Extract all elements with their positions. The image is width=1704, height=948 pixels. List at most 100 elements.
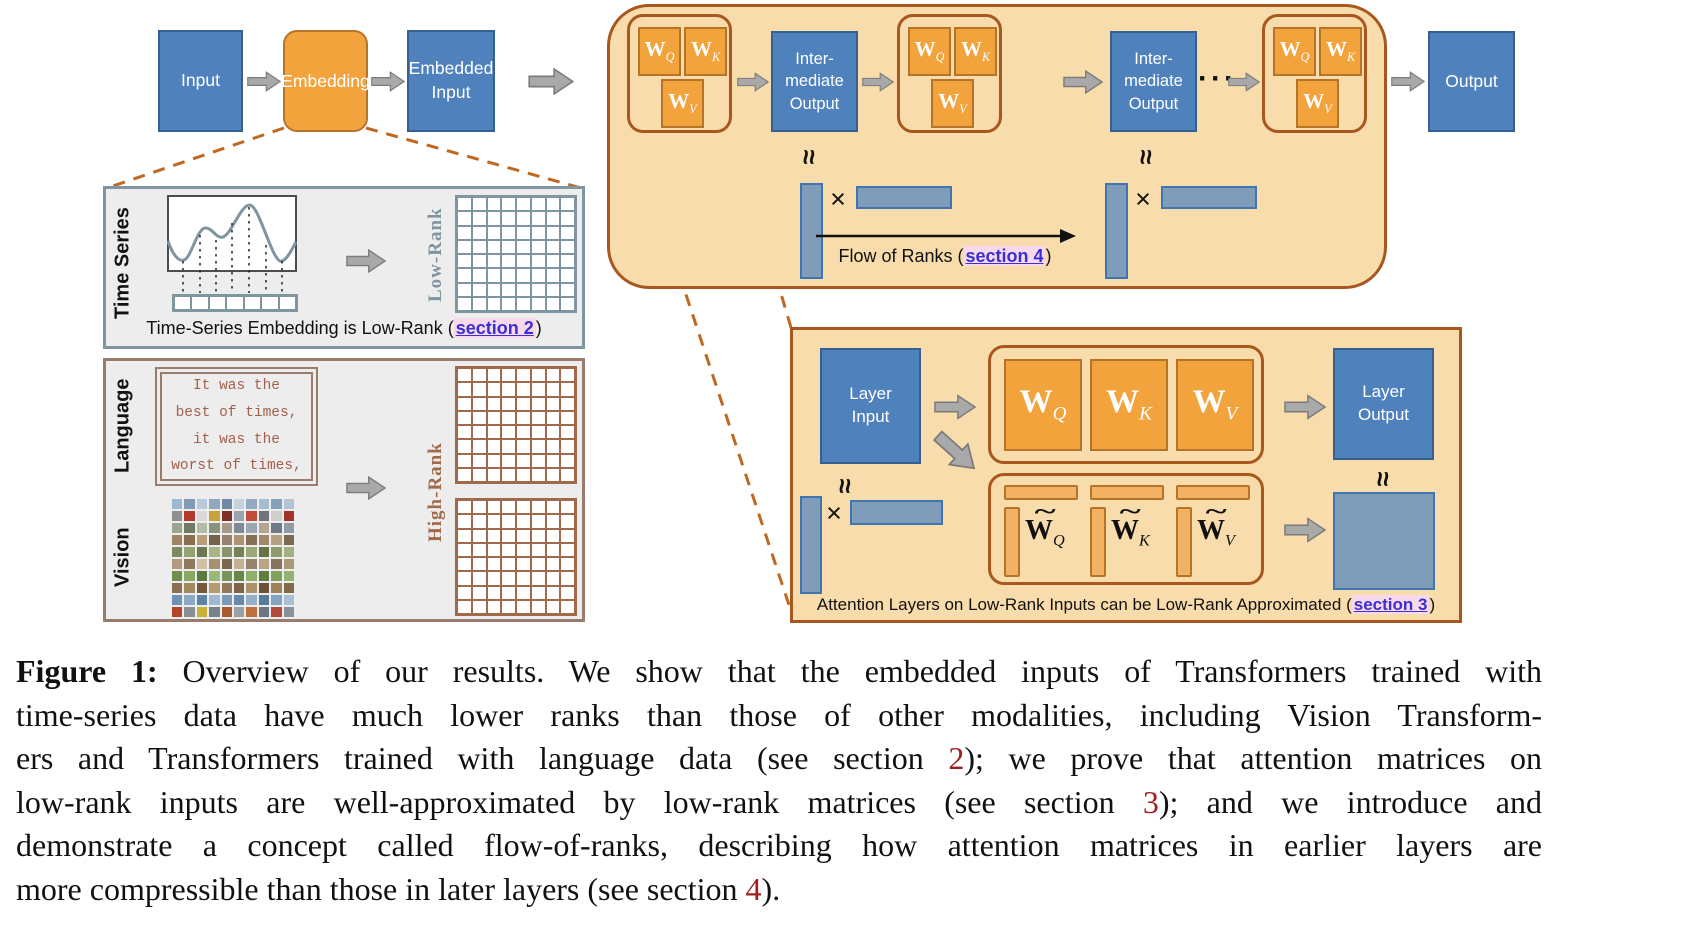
wq-label: WQ (644, 37, 675, 65)
attention-weights-group-1: WQ WK WV (627, 14, 732, 133)
input-label: Input (181, 70, 220, 91)
wq-tilde-label: ~WQ (1025, 499, 1065, 550)
layer-input-box: Layer Input (820, 348, 921, 464)
section-3-link[interactable]: section 3 (1351, 595, 1430, 614)
arrow-right-icon (346, 249, 386, 273)
embedded-input-label: Embedded Input (408, 58, 494, 102)
wq-label: WQ (1279, 37, 1310, 65)
ellipsis-dots: ··· (1198, 62, 1237, 95)
wk-label: WK (690, 37, 721, 65)
ts-caption-pre: Time-Series Embedding is Low-Rank ( (146, 318, 454, 338)
attn-caption-pre: Attention Layers on Low-Rank Inputs can … (816, 595, 1352, 614)
wv-label: WV (1303, 89, 1332, 117)
embedding-strip (172, 294, 298, 312)
approx-symbol: ≈ (830, 478, 861, 494)
arrow-right-icon (1284, 394, 1326, 420)
attn-caption-post: ) (1429, 595, 1436, 614)
section-4-link[interactable]: section 4 (963, 246, 1046, 266)
layer-input-label: Layer Input (849, 384, 892, 426)
approximated-output-square (1333, 492, 1435, 590)
caption-line: Figure 1: Overview of our results. We sh… (16, 653, 1543, 689)
transformer-layers-panel (607, 4, 1387, 289)
attention-caption: Attention Layers on Low-Rank Inputs can … (795, 595, 1457, 615)
times-symbol: × (1135, 183, 1151, 214)
embedding-label: Embedding (281, 70, 370, 91)
wk-label: WK (1106, 384, 1152, 425)
intermediate-output-label: Inter- mediate Output (1124, 50, 1183, 113)
caption-line: low-rank inputs are well-approximated by… (16, 783, 1543, 820)
arrow-right-icon (528, 68, 574, 95)
tall-factor-matrix (1105, 183, 1128, 279)
wv-label: WV (668, 89, 697, 117)
caption-line: time-series data have much lower ranks t… (16, 696, 1542, 733)
wq-label: WQ (1019, 384, 1067, 425)
wk-matrix: WK (1319, 27, 1362, 76)
intermediate-output-box-2: Inter- mediate Output (1110, 31, 1197, 132)
wv-tilde-label: ~WV (1197, 499, 1235, 550)
wv-matrix: WV (931, 79, 974, 128)
embedded-input-box: Embedded Input (407, 30, 495, 132)
wk-left-factor-bar (1090, 507, 1106, 577)
wq-left-factor-bar (1004, 507, 1020, 577)
wv-label: WV (1192, 384, 1238, 425)
wv-left-factor-bar (1176, 507, 1192, 577)
wq-matrix: WQ (908, 27, 951, 76)
intermediate-output-label: Inter- mediate Output (785, 50, 844, 113)
intermediate-output-box-1: Inter- mediate Output (771, 31, 858, 132)
wide-factor-matrix (856, 186, 952, 209)
flow-label-post: ) (1045, 246, 1052, 266)
times-symbol: × (826, 497, 842, 528)
wide-factor-matrix (850, 500, 943, 525)
approximated-weights-group: ~WQ ~WK ~WV (988, 473, 1264, 585)
flow-of-ranks-arrow (816, 229, 1076, 243)
caption-line: demonstrate a concept called flow-of-ran… (16, 827, 1542, 863)
high-rank-label: High-Rank (425, 442, 446, 542)
arrow-right-icon (1391, 71, 1425, 92)
time-series-caption: Time-Series Embedding is Low-Rank (secti… (113, 318, 575, 339)
wv-label: WV (938, 89, 967, 117)
wv-matrix: WV (1176, 359, 1254, 451)
ts-caption-post: ) (535, 318, 542, 338)
times-symbol: × (830, 183, 846, 214)
wq-matrix: WQ (638, 27, 681, 76)
language-quote-box: It was the best of times, it was the wor… (155, 367, 318, 486)
wk-top-factor-bar (1090, 485, 1164, 500)
language-quote-text: It was the best of times, it was the wor… (160, 372, 313, 481)
vision-side-label: Vision (111, 527, 134, 587)
layer-output-label: Layer Output (1357, 382, 1410, 424)
language-high-rank-grid (455, 366, 577, 484)
flow-of-ranks-label: Flow of Ranks (section 4) (790, 246, 1100, 267)
tall-factor-matrix (800, 496, 822, 594)
wq-matrix: WQ (1273, 27, 1316, 76)
wide-factor-matrix (1161, 186, 1257, 209)
tall-factor-matrix (800, 183, 823, 279)
arrow-right-icon (1284, 517, 1326, 543)
layer-output-box: Layer Output (1333, 348, 1434, 460)
wk-label: WK (960, 37, 991, 65)
vision-high-rank-grid (455, 498, 577, 616)
arrow-right-icon (737, 72, 769, 92)
approx-symbol: ≈ (1131, 149, 1162, 165)
attention-weights-row: WQ WK WV (988, 345, 1264, 464)
wq-top-factor-bar (1004, 485, 1078, 500)
attention-weights-group-3: WQ WK WV (1262, 14, 1367, 133)
time-series-side-label: Time Series (111, 207, 134, 320)
arrow-right-icon (862, 72, 894, 92)
wk-matrix: WK (684, 27, 727, 76)
wk-tilde-label: ~WK (1111, 499, 1150, 550)
caption-line: ers and Transformers trained with langua… (16, 740, 1543, 776)
wv-matrix: WV (1296, 79, 1339, 128)
embedding-box: Embedding (281, 30, 370, 132)
wq-label: WQ (914, 37, 945, 65)
low-rank-label: Low-Rank (425, 207, 446, 303)
arrow-diagonal-icon (932, 430, 976, 470)
low-rank-matrix-grid (455, 195, 577, 313)
caption-line: more compressible than those in later la… (16, 870, 781, 907)
wk-label: WK (1325, 37, 1356, 65)
arrow-right-icon (346, 476, 386, 500)
output-label: Output (1445, 70, 1498, 91)
wk-matrix: WK (954, 27, 997, 76)
section-2-link[interactable]: section 2 (453, 318, 536, 338)
arrow-right-icon (1063, 70, 1103, 94)
